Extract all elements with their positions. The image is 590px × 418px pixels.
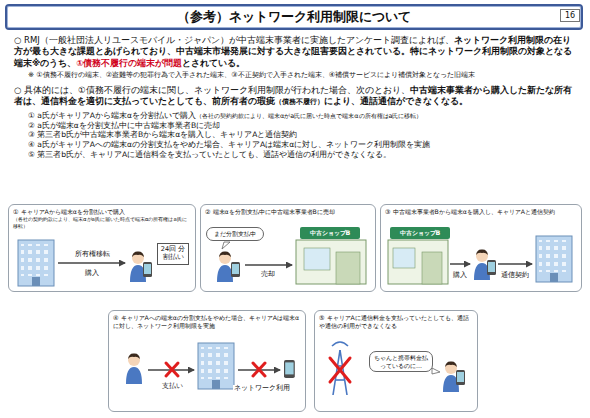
flow-arrow: [450, 263, 470, 265]
phone-alpha: [231, 262, 240, 277]
paragraph: ⑤ 第三者b氏が、キャリアAに通信料金を支払っていたとしても、通話や通信の利用が…: [14, 150, 578, 160]
panel-heading: ⑤ キャリアAに通信料金を支払っていたとしても、通話や通信の利用ができなくなる: [315, 311, 477, 330]
speech-bubble: ちゃんと携帯料金払っているのに…: [369, 351, 433, 372]
carrier-building: [198, 343, 234, 389]
body-text: ⑤ 第三者b氏が、キャリアAに通信料金を支払っていたとしても、通話や通信の利用が…: [28, 150, 391, 159]
slide-title: （参考）ネットワーク利用制限について: [177, 8, 411, 26]
paragraph: ※ ①債務不履行の端末、②盗難等の犯罪行為で入手された端末、③不正契約で入手され…: [14, 70, 578, 79]
body-text: ④ a氏がキャリアAへの端末αの分割支払をやめた場合、キャリアAは端末αに対し、…: [28, 140, 430, 149]
bubble-tail: [222, 242, 230, 249]
panel-heading: ② 端末αを分割支払中に中古端末事業者Bに売却: [201, 205, 375, 216]
title-bar: （参考）ネットワーク利用制限について: [5, 4, 583, 30]
red-cross: [253, 363, 265, 376]
red-cross: [330, 358, 350, 382]
step-panel: ① キャリアAから端末αを分割払いで購入（各社の契約約款により、端末αがa氏に届…: [8, 204, 196, 292]
node-text: 24回 分割払い: [159, 246, 187, 262]
arrow-label: 購入: [84, 270, 100, 278]
flow-arrow: [58, 262, 125, 264]
paragraph: ② a氏が端末αを分割支払中に中古端末事業者Bに売却: [14, 121, 578, 131]
flow-arrow: [245, 264, 292, 266]
red-cross: [166, 363, 178, 376]
paragraph: ④ a氏がキャリアAへの端末αの分割支払をやめた場合、キャリアAは端末αに対し、…: [14, 140, 578, 150]
step-panel: ② 端末αを分割支払中に中古端末事業者Bに売却まだ分割支払中: [200, 204, 376, 292]
speech-bubble: まだ分割支払中: [206, 227, 264, 241]
person-a: [126, 353, 142, 384]
arrow-label: 支払い: [161, 383, 184, 391]
body-text: により、通話通信ができなくなる。: [324, 96, 468, 106]
paragraph: ① a氏がキャリアAから端末αを分割払いで購入（各社の契約約款により、端末αがa…: [14, 111, 578, 121]
body-text: ※ ①債務不履行の端末、②盗難等の犯罪行為で入手された端末、③不正契約で入手され…: [28, 70, 475, 79]
arrow-label: 所有権移転: [74, 251, 111, 259]
node-text: ちゃんと携帯料金払っているのに…: [373, 354, 429, 369]
arrow-label: 通信契約: [500, 272, 530, 280]
page-number: 16: [560, 9, 580, 22]
shop: [296, 227, 366, 284]
panel-heading: ③ 中古端末事業者Bから端末αを購入し、キャリアAと通信契約: [381, 205, 581, 216]
step-panel: ③ 中古端末事業者Bから端末αを購入し、キャリアAと通信契約: [380, 204, 582, 292]
body-text: とされている。: [182, 58, 245, 68]
body-text: ○ 具体的には、①債務不履行の端末に関し、ネットワーク利用制限が行われた場合、次…: [14, 85, 410, 95]
body-text: ① a氏がキャリアAから端末αを分割払いで購入: [28, 111, 196, 120]
paragraph: ③ 第三者b氏が中古端末事業者Bから端末αを購入し、キャリアAと通信契約: [14, 130, 578, 140]
shop-sign: 中古ショップB: [309, 229, 352, 236]
phone-alpha: [487, 260, 496, 275]
step-panel: ⑤ キャリアAに通信料金を支払っていたとしても、通話や通信の利用ができなくなるち…: [314, 310, 478, 412]
arrow-label: 売却: [260, 271, 276, 279]
panel-heading: ① キャリアAから端末αを分割払いで購入: [9, 205, 195, 216]
node-text: まだ分割支払中: [210, 230, 260, 238]
panel-note: （各社の契約約款により、端末αがa氏に届いた時点で端末αの所有権はa氏に移転）: [9, 216, 195, 230]
carrier-building: [536, 236, 572, 282]
body-text: ①債務不履行の端末が問題: [76, 58, 182, 68]
step-panel: ④ キャリアAへの端末αの分割支払をやめた場合、キャリアAは端末αに対し、ネット…: [108, 310, 306, 412]
body-text: ③ 第三者b氏が中古端末事業者Bから端末αを購入し、キャリアAと通信契約: [28, 130, 297, 139]
phone-alpha: [143, 262, 152, 277]
paragraph: ○ RMJ（一般社団法人リユースモバイル・ジャパン）が中古端末事業者に実施したア…: [14, 35, 578, 69]
person-a: [217, 251, 233, 282]
carrier-building: [18, 240, 54, 286]
phone-alpha: [456, 370, 465, 385]
panel-heading: ④ キャリアAへの端末αの分割支払をやめた場合、キャリアAは端末αに対し、ネット…: [109, 311, 305, 330]
body-text: ② a氏が端末αを分割支払中に中古端末事業者Bに売却: [28, 121, 220, 130]
body-text: （債務不履行）: [275, 98, 324, 106]
shop-sign: 中古ショップB: [399, 229, 442, 236]
text-body: ○ RMJ（一般社団法人リユースモバイル・ジャパン）が中古端末事業者に実施したア…: [14, 35, 578, 160]
body-text: （各社の契約約款により、端末αがa氏に届いた時点で端末αの所有権はa氏に移転）: [196, 112, 422, 120]
phone-alpha: [284, 360, 295, 378]
arrow-label: 購入: [452, 272, 468, 280]
arrow-label: ネットワーク利用: [233, 385, 291, 393]
bubble-tail: [432, 368, 440, 374]
flow-arrow: [498, 263, 532, 265]
body-text: ○ RMJ（一般社団法人リユースモバイル・ジャパン）が中古端末事業者に実施したア…: [14, 35, 454, 45]
paragraph: ○ 具体的には、①債務不履行の端末に関し、ネットワーク利用制限が行われた場合、次…: [14, 85, 578, 108]
shop: [388, 227, 450, 284]
installment-box: 24回 分割払い: [157, 243, 189, 265]
